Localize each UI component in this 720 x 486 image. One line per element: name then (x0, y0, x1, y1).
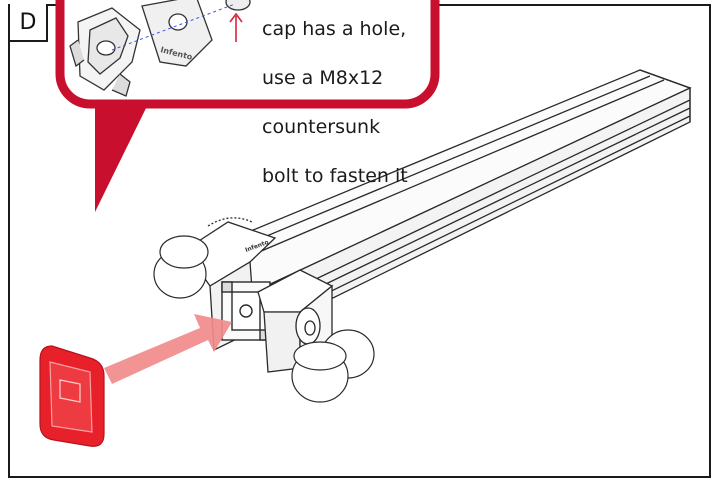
callout-line: bolt to fasten it (262, 164, 408, 187)
callout-pointer (95, 100, 150, 212)
arrow-up-icon (229, 12, 243, 42)
callout-parts (69, 0, 251, 97)
knob-left (153, 235, 209, 299)
step-label: D (8, 4, 48, 42)
profile-end (221, 281, 271, 341)
knob-right (291, 329, 375, 403)
arrow-right-icon (104, 314, 232, 384)
callout-text: cap has a hole, use a M8x12 countersunk … (262, 0, 432, 213)
callout-line: countersunk (262, 115, 381, 138)
end-cap (39, 345, 105, 447)
callout-line: use a M8x12 (262, 66, 384, 89)
callout-line: cap has a hole, (262, 17, 407, 40)
